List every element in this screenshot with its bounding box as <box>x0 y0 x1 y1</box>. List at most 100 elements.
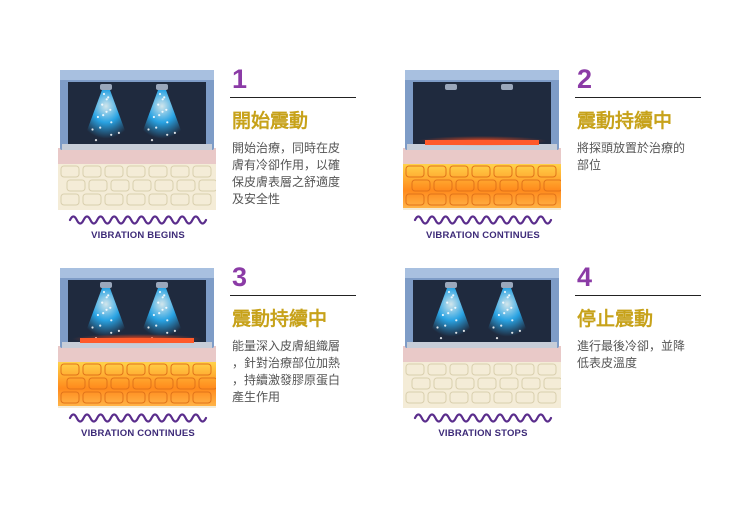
tissue-cell <box>537 193 557 206</box>
tissue-cell <box>126 391 146 404</box>
step-description: 開始治療，同時在皮 膚有冷卻作用，以確 保皮膚表層之舒適度 及安全性 <box>232 141 341 206</box>
spray-droplet <box>117 131 120 134</box>
spray-droplet <box>502 301 505 304</box>
cooling-spray <box>427 288 475 342</box>
heated-zone <box>58 362 216 406</box>
tissue-cell <box>493 165 513 178</box>
spray-droplet <box>147 326 150 329</box>
tissue-cell <box>477 179 497 192</box>
epidermis-layer <box>403 346 561 362</box>
step-description: 進行最後冷卻，並降 低表皮溫度 <box>577 339 686 370</box>
cooling-spray <box>138 90 186 144</box>
cooling-spray <box>82 90 130 144</box>
spray-droplet <box>166 331 169 334</box>
tissue-cell <box>499 179 519 192</box>
spray-droplet <box>152 313 155 317</box>
nozzle <box>156 84 168 90</box>
spray-droplet <box>105 308 108 311</box>
spray-droplet <box>450 296 453 299</box>
tissue-cell <box>405 193 425 206</box>
tissue-cell <box>104 193 124 206</box>
tissue-cell <box>543 179 561 192</box>
tissue-cell <box>198 179 216 192</box>
tissue-cell <box>515 193 535 206</box>
tissue-cell <box>66 377 86 390</box>
tissue-cell <box>104 391 124 404</box>
tissue-cell <box>82 363 102 376</box>
tissue-cell <box>499 377 519 390</box>
tissue-cell <box>477 377 497 390</box>
tissue-cell <box>192 193 212 206</box>
spray-droplet <box>452 294 455 297</box>
step-title: 震動持續中 <box>232 308 328 330</box>
tissue-cell <box>132 179 152 192</box>
tissue-cell <box>60 165 80 178</box>
step-description: 能量深入皮膚組織層 ，針對治療部位加熱 ，持續激發膠原蛋白 產生作用 <box>232 339 341 404</box>
tissue-cell <box>154 179 174 192</box>
tissue-cell <box>427 193 447 206</box>
spray-droplet <box>102 114 105 117</box>
spray-droplet <box>511 331 514 334</box>
spray-droplet <box>497 313 500 317</box>
spray-droplet <box>99 126 102 129</box>
nozzle <box>501 282 513 288</box>
spray-droplet <box>96 313 99 317</box>
spray-droplet <box>166 133 169 136</box>
spray-droplet <box>165 108 168 111</box>
tissue-cell <box>176 377 196 390</box>
tissue-cell <box>132 377 152 390</box>
spray-droplet <box>166 319 169 322</box>
tissue-cell <box>110 377 130 390</box>
tissue-cell <box>537 363 557 376</box>
spray-droplet <box>173 329 176 332</box>
spray-droplet <box>165 306 168 309</box>
step-number: 1 <box>232 64 248 94</box>
spray-droplet <box>506 296 509 299</box>
tissue-cell <box>104 165 124 178</box>
spray-droplet <box>157 301 160 304</box>
device-edge <box>62 342 212 348</box>
tissue-cell <box>148 193 168 206</box>
spray-droplet <box>161 308 164 311</box>
tissue-cell <box>471 193 491 206</box>
spray-droplet <box>506 308 509 311</box>
spray-droplet <box>99 324 102 327</box>
tissue-cell <box>449 165 469 178</box>
tissue-cell <box>543 377 561 390</box>
tissue-cell <box>515 363 535 376</box>
epidermis-layer <box>58 346 216 362</box>
wave-line <box>413 413 553 423</box>
heating-plate-illustration <box>403 70 561 210</box>
tissue-cell <box>60 391 80 404</box>
step-number: 2 <box>577 64 593 94</box>
tissue-cell <box>60 363 80 376</box>
cooling-spray-illustration <box>58 70 216 210</box>
tissue-cell <box>148 363 168 376</box>
step-title: 停止震動 <box>577 308 654 330</box>
tissue-cell <box>455 179 475 192</box>
spray-droplet <box>110 121 113 124</box>
spray-droplet <box>510 306 513 309</box>
vibration-wave-icon <box>413 215 553 225</box>
step-description: 將探頭放置於治療的 部位 <box>577 141 686 172</box>
tissue-cell <box>411 377 431 390</box>
divider-line <box>230 97 356 98</box>
tissue-cell <box>110 179 130 192</box>
heating-plate <box>80 338 194 343</box>
spray-droplet <box>157 103 160 106</box>
spray-droplet <box>447 312 450 315</box>
spray-droplet <box>91 128 94 131</box>
spray-droplet <box>107 294 110 297</box>
spray-droplet <box>105 296 108 299</box>
step-number: 4 <box>577 262 593 292</box>
tissue-cell <box>493 391 513 404</box>
tissue-cell <box>471 363 491 376</box>
spray-droplet <box>495 337 499 340</box>
wave-line <box>68 215 208 225</box>
tissue-cell <box>104 363 124 376</box>
spray-droplet <box>441 313 444 317</box>
tissue-cell <box>427 363 447 376</box>
spray-droplet <box>500 324 503 327</box>
nozzle <box>445 84 457 90</box>
heated-zone <box>403 164 561 208</box>
